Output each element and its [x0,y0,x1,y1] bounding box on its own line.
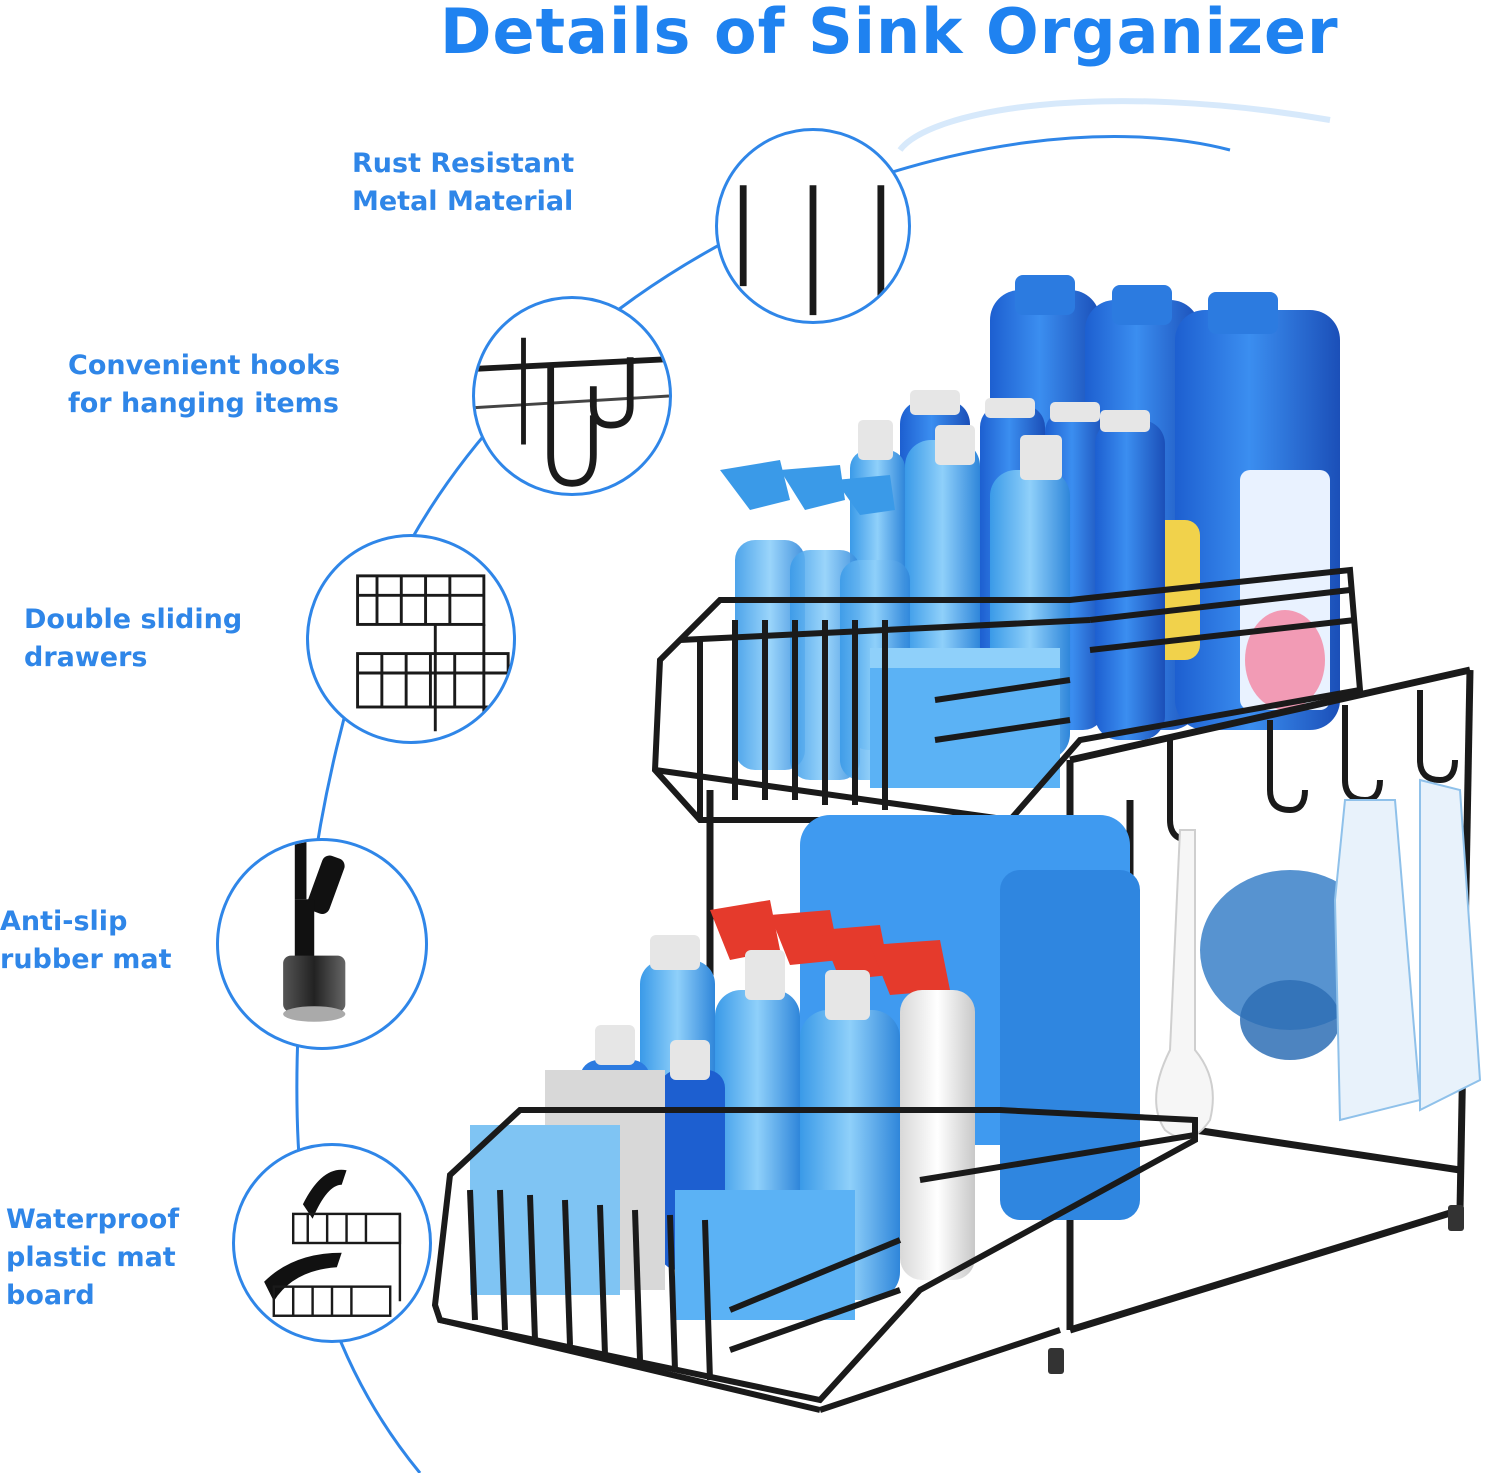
mat-board-icon [232,1143,432,1343]
feature-label-line: Waterproof [6,1204,180,1235]
feature-label-line: Rust Resistant [352,148,575,179]
feature-label-hooks: Convenient hooks for hanging items [68,347,340,423]
feature-label-metal: Rust Resistant Metal Material [352,145,574,221]
feature-label-line: for hanging items [68,388,339,419]
rubber-foot-icon [216,838,428,1050]
feature-label-line: plastic mat [6,1242,176,1273]
feature-label-line: board [6,1280,95,1311]
feature-label-line: rubber mat [0,944,172,975]
page-title: Details of Sink Organizer [440,0,1339,68]
metal-rods-icon [715,128,911,324]
feature-label-line: Metal Material [352,186,574,217]
feature-label-drawers: Double sliding drawers [24,601,242,677]
feature-label-line: Double sliding [24,604,243,635]
feature-label-line: drawers [24,642,148,673]
sink-organizer-product-image [431,275,1482,1413]
hooks-icon [472,296,672,496]
feature-label-mat: Waterproof plastic mat board [6,1201,179,1315]
feature-label-line: Convenient hooks [68,350,341,381]
feature-label-rubber: Anti-slip rubber mat [0,903,171,979]
feature-label-line: Anti-slip [0,906,128,937]
double-drawer-icon [306,534,516,744]
